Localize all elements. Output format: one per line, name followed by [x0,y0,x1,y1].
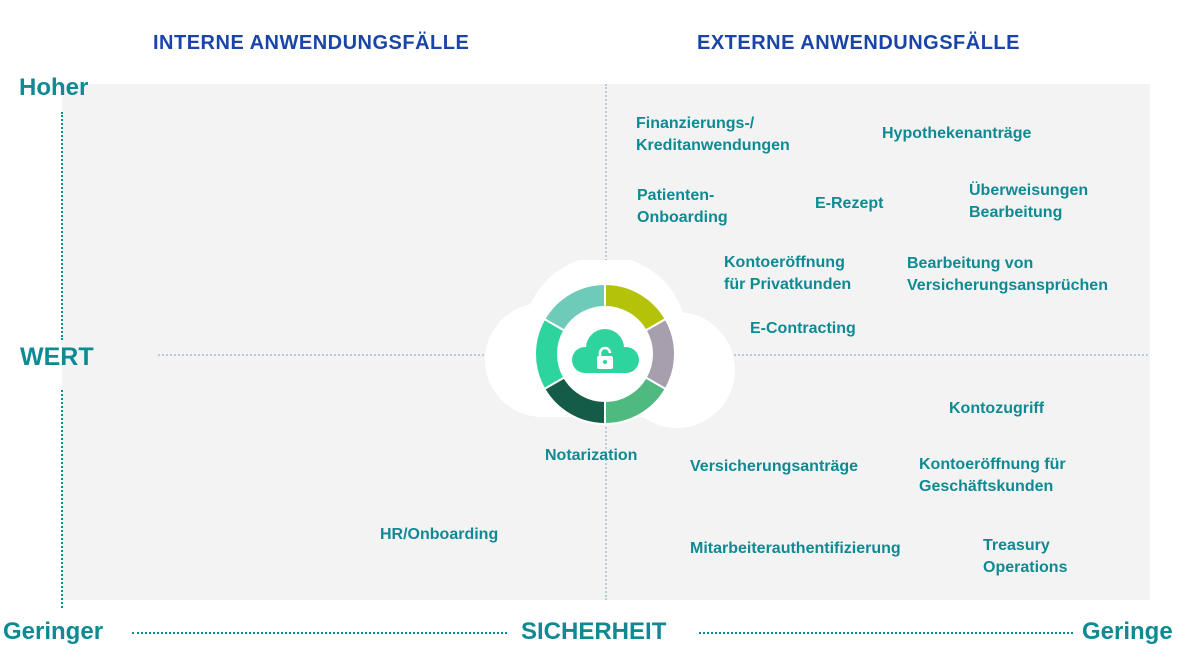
internal-use-cases-header: INTERNE ANWENDUNGSFÄLLE [153,32,470,54]
value-axis-line-lower [61,390,63,608]
cloud-lock-icon [572,329,639,373]
security-low-right-label: Geringe [1082,618,1173,645]
item-versicherungsantraege: Versicherungsanträge [690,458,859,475]
item-mitarbeiterauthentifizierung: Mitarbeiterauthentifizierung [690,540,901,557]
value-high-label: Hoher [19,74,89,101]
item-e-contracting: E-Contracting [750,320,856,337]
external-use-cases-header: EXTERNE ANWENDUNGSFÄLLE [697,32,1020,54]
item-kontozugriff: Kontozugriff [949,400,1045,417]
item-notarization: Notarization [545,447,638,464]
security-axis-line-right [699,632,1073,634]
item-hr-onboarding: HR/Onboarding [380,526,499,543]
item-patienten-onboarding: Patienten-Onboarding [637,187,728,226]
security-low-left-label: Geringer [3,618,104,645]
cloud-ring-graphic [485,260,735,428]
security-axis-line-left [132,632,507,634]
item-finanzierung: Finanzierungs-/Kreditanwendungen [636,115,790,154]
item-hypothekenantraege: Hypothekenanträge [882,125,1032,142]
item-e-rezept: E-Rezept [815,195,884,212]
value-axis-line-upper [61,112,63,340]
value-axis-label: WERT [20,343,94,371]
security-axis-label: SICHERHEIT [521,618,667,645]
